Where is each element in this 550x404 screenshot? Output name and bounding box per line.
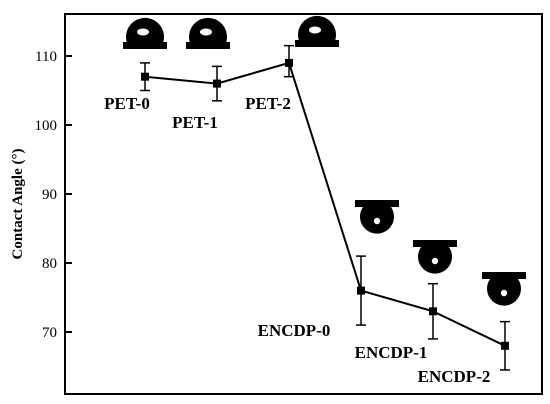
data-point-2 xyxy=(285,58,293,67)
series-line xyxy=(144,61,506,347)
water-droplet-icon-5 xyxy=(482,272,526,306)
substrate-bar xyxy=(413,240,457,247)
droplet-highlight xyxy=(137,28,149,36)
y-tick-label-90: 90 xyxy=(42,187,57,203)
y-ticks: 70 80 90 100 110 xyxy=(35,49,72,341)
substrate-bar xyxy=(355,200,399,207)
substrate-bar xyxy=(186,42,230,49)
y-tick-label-80: 80 xyxy=(42,256,57,272)
point-label-1: PET-1 xyxy=(172,113,218,132)
data-point-0 xyxy=(141,72,149,81)
water-droplet-icon-3 xyxy=(355,200,399,234)
point-label-4: ENCDP-1 xyxy=(355,343,428,362)
y-tick-label-70: 70 xyxy=(42,325,57,341)
plot-frame xyxy=(64,13,543,395)
point-label-2: PET-2 xyxy=(245,94,291,113)
droplet-highlight xyxy=(200,28,212,36)
water-droplet-icon-0 xyxy=(123,17,167,49)
droplet-highlight xyxy=(309,26,321,34)
y-tick-label-100: 100 xyxy=(35,118,58,134)
substrate-bar xyxy=(482,272,526,279)
y-tick-label-110: 110 xyxy=(35,49,57,65)
droplet-highlight xyxy=(500,289,508,297)
water-droplet-icon-4 xyxy=(413,240,457,274)
droplet-highlight xyxy=(373,217,381,225)
point-label-5: ENCDP-2 xyxy=(418,367,491,386)
droplet-highlight xyxy=(431,257,439,265)
point-label-3: ENCDP-0 xyxy=(258,321,331,340)
point-label-0: PET-0 xyxy=(104,94,150,113)
y-axis-title: Contact Angle (°) xyxy=(10,149,26,260)
substrate-bar xyxy=(295,40,339,47)
data-point-3 xyxy=(357,286,365,295)
data-point-4 xyxy=(429,307,437,316)
data-point-5 xyxy=(501,341,509,350)
water-droplet-icon-2 xyxy=(295,15,339,47)
data-point-1 xyxy=(213,79,221,88)
water-droplet-icon-1 xyxy=(186,17,230,49)
substrate-bar xyxy=(123,42,167,49)
data-markers xyxy=(141,58,509,350)
droplet-icons xyxy=(123,15,526,306)
